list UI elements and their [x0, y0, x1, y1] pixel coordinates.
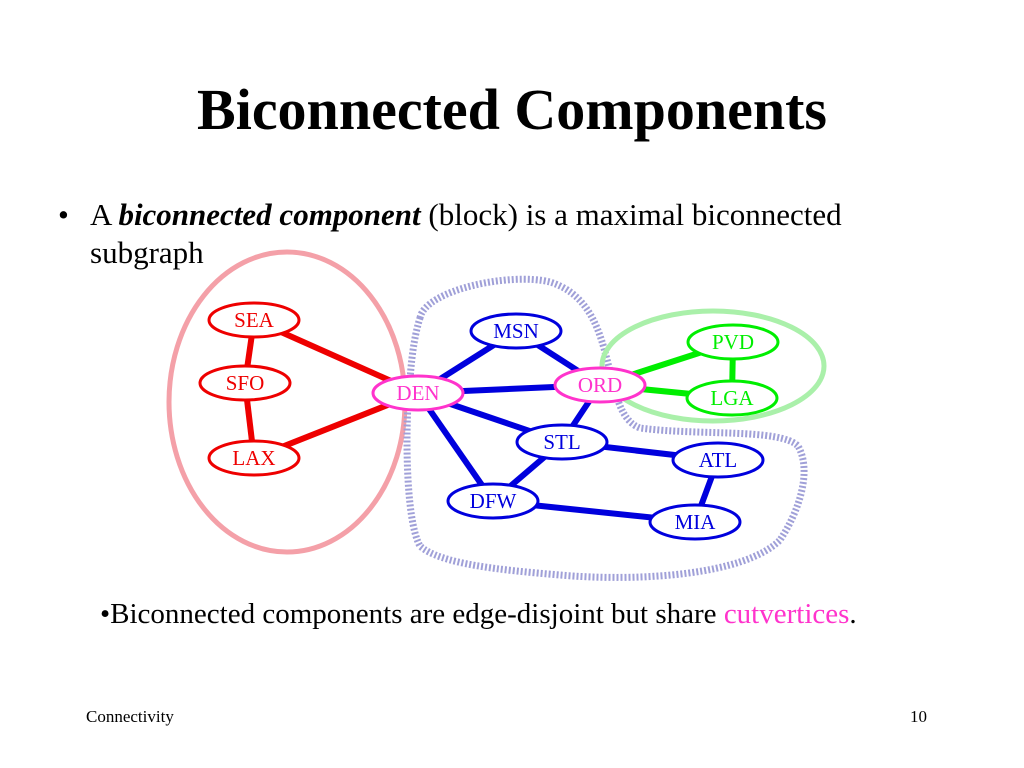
footer-section-label: Connectivity — [86, 707, 174, 726]
node-pvd-label: PVD — [712, 330, 754, 354]
node-sea-shape — [207, 301, 301, 339]
edge-den-dfw — [415, 391, 496, 503]
node-dfw-label: DFW — [470, 489, 517, 513]
note-prefix: •Biconnected components are edge-disjoin… — [100, 598, 724, 630]
blue-component-region — [403, 275, 808, 581]
slide-title: Biconnected Components — [197, 77, 827, 142]
node-dfw-shape — [446, 482, 540, 520]
node-den-label: DEN — [396, 381, 439, 405]
node-sea-label: SEA — [234, 308, 275, 332]
node-msn-shape — [469, 312, 563, 350]
node-atl: ATL — [671, 441, 765, 479]
nodes-layer: SEA SFO LAX DEN MSN ORD PVD LGA STL ATL DFW MIA — [198, 301, 780, 541]
node-den-shape — [371, 374, 465, 412]
red-component-region — [166, 249, 408, 555]
node-ord-shape — [553, 366, 647, 404]
node-pvd-shape — [686, 323, 780, 361]
definition-suffix: (block) is a maximal biconnected subgrap… — [90, 197, 842, 270]
node-msn-label: MSN — [493, 319, 539, 343]
node-lax-label: LAX — [232, 446, 275, 470]
definition-prefix: A — [90, 197, 119, 232]
definition-term: biconnected component — [118, 197, 421, 232]
footer-page-number: 10 — [910, 707, 927, 726]
definition-text: A biconnected component (block) is a max… — [90, 196, 958, 272]
node-lga: LGA — [685, 379, 779, 417]
node-lga-shape — [685, 379, 779, 417]
node-sea: SEA — [207, 301, 301, 339]
node-ord-label: ORD — [578, 373, 622, 397]
node-stl-label: STL — [543, 430, 580, 454]
bullet-marker: • — [58, 197, 69, 232]
definition-bullet: • A biconnected component (block) is a m… — [58, 196, 958, 272]
node-sfo-label: SFO — [226, 371, 265, 395]
node-stl-shape — [515, 423, 609, 461]
cutvertex-note: •Biconnected components are edge-disjoin… — [100, 598, 857, 631]
node-lax: LAX — [207, 439, 301, 477]
node-ord: ORD — [553, 366, 647, 404]
node-mia: MIA — [648, 503, 742, 541]
green-component-region — [599, 308, 827, 424]
node-atl-label: ATL — [699, 448, 738, 472]
cutvertices-highlight: cutvertices — [723, 598, 850, 630]
node-mia-shape — [648, 503, 742, 541]
node-msn: MSN — [469, 312, 563, 350]
node-stl: STL — [515, 423, 609, 461]
node-mia-label: MIA — [675, 510, 717, 534]
node-den: DEN — [371, 374, 465, 412]
node-lga-label: LGA — [710, 386, 754, 410]
node-lax-shape — [207, 439, 301, 477]
node-dfw: DFW — [446, 482, 540, 520]
node-atl-shape — [671, 441, 765, 479]
node-sfo-shape — [198, 364, 292, 402]
node-sfo: SFO — [198, 364, 292, 402]
note-suffix: . — [849, 598, 857, 630]
node-pvd: PVD — [686, 323, 780, 361]
